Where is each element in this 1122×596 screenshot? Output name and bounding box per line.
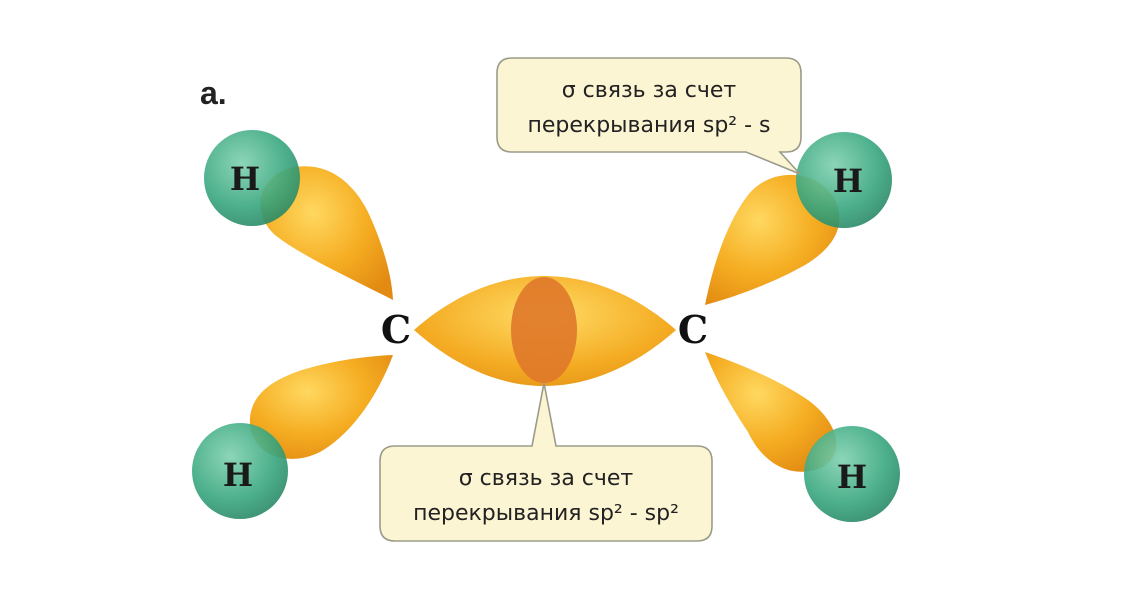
- atom-label-h-top-left: H: [230, 160, 260, 198]
- callout-sp2-s-line1: σ связь за счет: [562, 78, 737, 103]
- atom-label-h-bottom-left: H: [223, 456, 253, 494]
- sp2-sp2-overlap-region: [511, 277, 577, 383]
- hydrogen-bottom-right: [804, 426, 900, 522]
- atom-label-c-left: C: [381, 307, 411, 352]
- hydrogen-top-right: [796, 132, 892, 228]
- callout-sp2-sp2-bubble: [379, 382, 713, 542]
- callout-sp2-s-bubble: [496, 57, 802, 175]
- sp2-lobe-bottom-right: [705, 352, 837, 472]
- callout-sp2-s: σ связь за счет перекрывания sp² - s: [496, 57, 802, 175]
- atom-label-h-top-right: H: [833, 162, 863, 200]
- sp2-lobe-bottom-left: [249, 355, 393, 459]
- callout-sp2-s-line2: перекрывания sp² - s: [527, 113, 770, 138]
- hydrogen-top-left: [204, 130, 300, 226]
- callout-sp2-sp2-line1: σ связь за счет: [459, 466, 634, 491]
- callout-sp2-sp2: σ связь за счет перекрывания sp² - sp²: [379, 382, 713, 542]
- panel-label: a.: [200, 75, 227, 111]
- atom-label-c-right: C: [678, 307, 708, 352]
- callout-sp2-sp2-line2: перекрывания sp² - sp²: [413, 501, 679, 526]
- atom-label-h-bottom-right: H: [837, 458, 867, 496]
- hydrogen-bottom-left: [192, 423, 288, 519]
